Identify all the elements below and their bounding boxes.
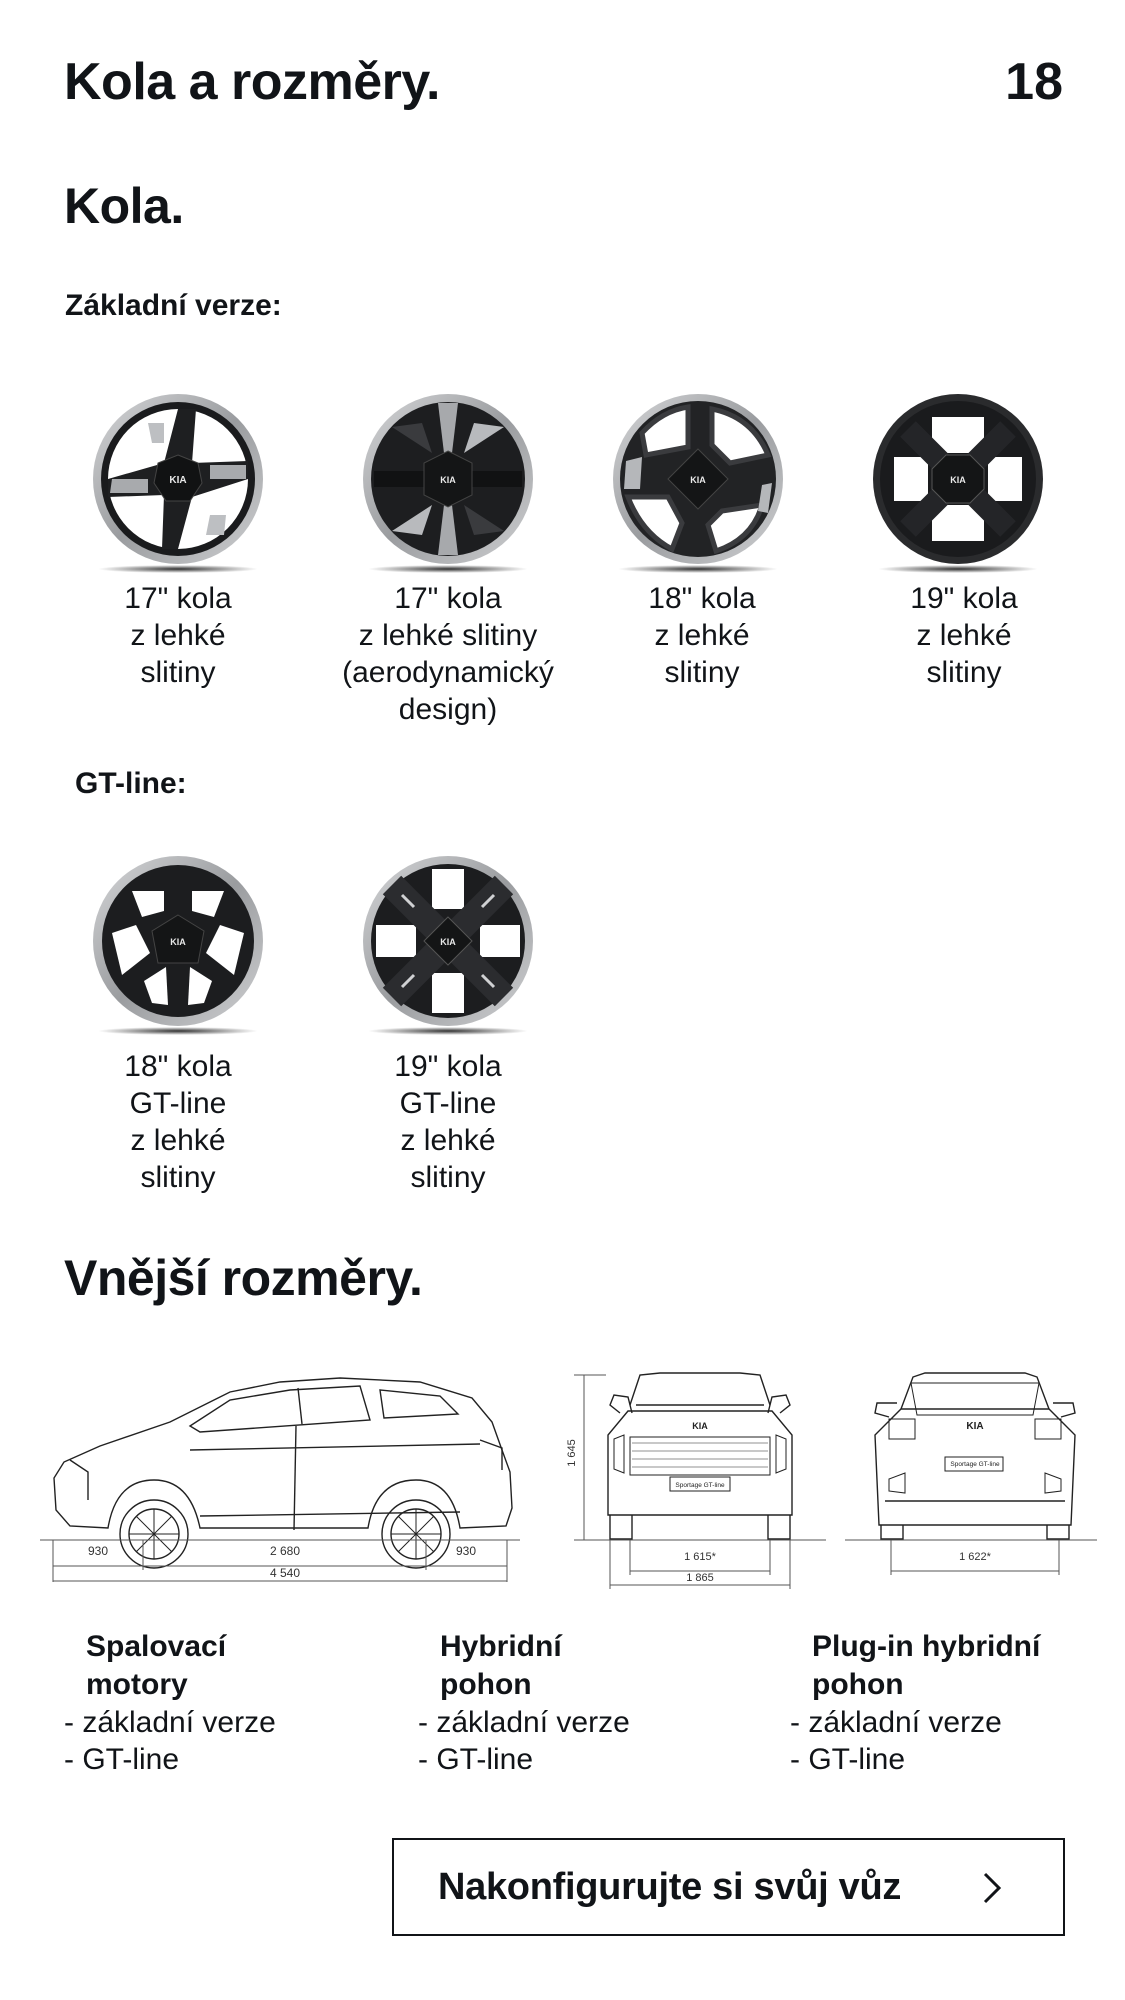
dim-front-overhang: 930 — [87, 1544, 109, 1558]
dim-length: 4 540 — [269, 1566, 301, 1580]
wheel-label: 18" kola z lehké slitiny — [648, 582, 756, 689]
legend-heading: pohon — [440, 1668, 532, 1701]
dim-height: 1 645 — [566, 1439, 578, 1467]
legend-item: - GT-line — [64, 1743, 180, 1776]
legend-combustion: Spalovací motory - základní verze - GT-l… — [64, 1628, 404, 1778]
legend-item: - základní verze — [64, 1706, 276, 1739]
legend-item: - základní verze — [790, 1706, 1002, 1739]
wheel-label: 17" kola z lehké slitiny — [124, 582, 232, 689]
section-title-dimensions: Vnější rozměry. — [64, 1250, 423, 1306]
legend-heading: pohon — [812, 1668, 904, 1701]
legend-plugin-hybrid: Plug-in hybridní pohon - základní verze … — [790, 1628, 1125, 1778]
dim-wheelbase: 2 680 — [269, 1544, 301, 1558]
wheel-label: 19" kola z lehké slitiny — [910, 582, 1018, 689]
front-view-drawing: KIA Sportage GT-line 1 645 1 615* 1 865 — [566, 1365, 830, 1595]
wheel-label: 18" kola GT-line z lehké slitiny — [124, 1050, 232, 1194]
legend-heading: Hybridní — [440, 1630, 562, 1663]
svg-text:KIA: KIA — [690, 475, 706, 485]
wheel-18-alloy-icon: KIA — [612, 393, 784, 573]
svg-text:KIA: KIA — [169, 475, 186, 486]
wheel-17-aero-icon: KIA — [362, 393, 534, 573]
dim-rear-track: 1 622* — [959, 1551, 991, 1563]
wheel-19-gtline-icon: KIA — [362, 855, 534, 1035]
svg-text:KIA: KIA — [966, 1421, 983, 1432]
legend-heading: Spalovací — [86, 1630, 227, 1663]
wheel-17-alloy-icon: KIA — [92, 393, 264, 573]
legend-heading: motory — [86, 1668, 188, 1701]
svg-text:KIA: KIA — [440, 937, 456, 947]
rear-view-drawing: KIA Sportage GT-line 1 622* — [845, 1365, 1105, 1595]
section-title-wheels: Kola. — [64, 178, 184, 234]
svg-text:KIA: KIA — [170, 937, 186, 947]
legend-item: - GT-line — [790, 1743, 906, 1776]
page-number: 18 — [1005, 53, 1063, 111]
group-label-gtline: GT-line: — [75, 767, 187, 800]
legend-item: - základní verze — [418, 1706, 630, 1739]
wheel-label: 17" kola z lehké slitiny (aerodynamický … — [342, 582, 554, 726]
dim-rear-overhang: 930 — [455, 1544, 477, 1558]
front-plate: Sportage GT-line — [675, 1482, 725, 1489]
legend-heading: Plug-in hybridní — [812, 1630, 1041, 1663]
svg-text:KIA: KIA — [440, 475, 456, 485]
dim-front-track: 1 615* — [684, 1551, 716, 1563]
wheel-18-gtline-icon: KIA — [92, 855, 264, 1035]
page-title: Kola a rozměry. — [64, 53, 440, 111]
svg-text:KIA: KIA — [950, 475, 966, 485]
group-label-base: Základní verze: — [65, 289, 282, 322]
wheel-label: 19" kola GT-line z lehké slitiny — [394, 1050, 502, 1194]
configure-car-button[interactable]: Nakonfigurujte si svůj vůz — [392, 1838, 1065, 1936]
legend-hybrid: Hybridní pohon - základní verze - GT-lin… — [418, 1628, 758, 1778]
configure-car-label: Nakonfigurujte si svůj vůz — [438, 1865, 902, 1908]
rear-plate: Sportage GT-line — [950, 1461, 1000, 1468]
svg-text:KIA: KIA — [692, 1421, 708, 1431]
chevron-right-icon — [983, 1872, 1002, 1904]
legend-item: - GT-line — [418, 1743, 534, 1776]
dim-width: 1 865 — [686, 1572, 714, 1584]
side-view-drawing: 930 2 680 930 4 540 — [40, 1360, 530, 1600]
wheel-19-alloy-icon: KIA — [872, 393, 1044, 573]
